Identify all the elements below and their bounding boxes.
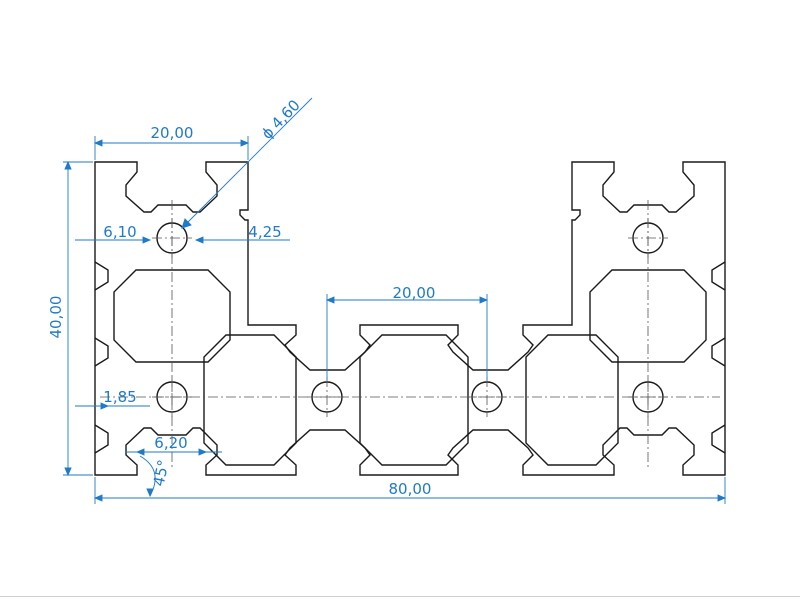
dim-wall-thickness-arrow <box>194 236 204 244</box>
profile-cavity-5 <box>589 269 707 363</box>
dim-slot-width-arrow-left <box>135 448 145 456</box>
dim-center-pitch: 20,00 <box>393 284 436 302</box>
dimension-lines <box>63 97 727 504</box>
dim-hole-diameter-leader <box>181 97 313 229</box>
page-bottom-rule <box>0 596 800 597</box>
profile-cavity-3 <box>359 334 469 466</box>
dim-hole-diameter-value: 4,60 <box>268 96 304 133</box>
aluminum-profile-outline <box>94 161 726 476</box>
left-slot-lip-1 <box>94 261 109 291</box>
profile-outer-contour <box>94 161 726 476</box>
dim-overall-width-arrow-start <box>93 494 103 502</box>
dim-center-pitch-arrow-start <box>325 296 335 304</box>
dim-height-arrow-start <box>64 160 72 170</box>
dim-angle-arrow <box>146 488 154 498</box>
dim-height: 40,00 <box>47 296 65 339</box>
profile-cavity-1 <box>113 269 231 363</box>
left-slot-lip-3 <box>94 424 109 454</box>
dim-angle: 45° <box>150 458 173 488</box>
dim-top-width: 20,00 <box>151 124 194 142</box>
right-slot-lip-3 <box>711 424 726 454</box>
dim-wall-thickness: 4,25 <box>248 223 281 241</box>
dim-overall-width: 80,00 <box>389 480 432 498</box>
dim-slot-width: 6,20 <box>154 434 187 452</box>
dim-lip-thickness: 1,85 <box>103 388 136 406</box>
profile-cavity-2 <box>203 334 297 466</box>
right-slot-lip-1 <box>711 261 726 291</box>
right-slot-lip-2 <box>711 337 726 367</box>
dim-height-arrow-end <box>64 467 72 477</box>
dim-slot-width-arrow-right <box>198 448 208 456</box>
dim-top-width-arrow-end <box>240 139 250 147</box>
dim-top-width-arrow-start <box>93 139 103 147</box>
dim-lip-thickness-arrow <box>100 402 110 410</box>
profile-cavity-4 <box>525 334 619 466</box>
dim-slot-opening-arrow <box>142 236 152 244</box>
left-slot-lip-2 <box>94 337 109 367</box>
dim-slot-opening: 6,10 <box>103 223 136 241</box>
center-bores <box>156 222 664 413</box>
dim-hole-diameter: ϕ 4,60 <box>258 96 304 143</box>
dim-center-pitch-arrow-end <box>479 296 489 304</box>
dim-overall-width-arrow-end <box>717 494 727 502</box>
dim-hole-diameter-arrow <box>181 218 192 229</box>
centerlines <box>100 200 720 470</box>
